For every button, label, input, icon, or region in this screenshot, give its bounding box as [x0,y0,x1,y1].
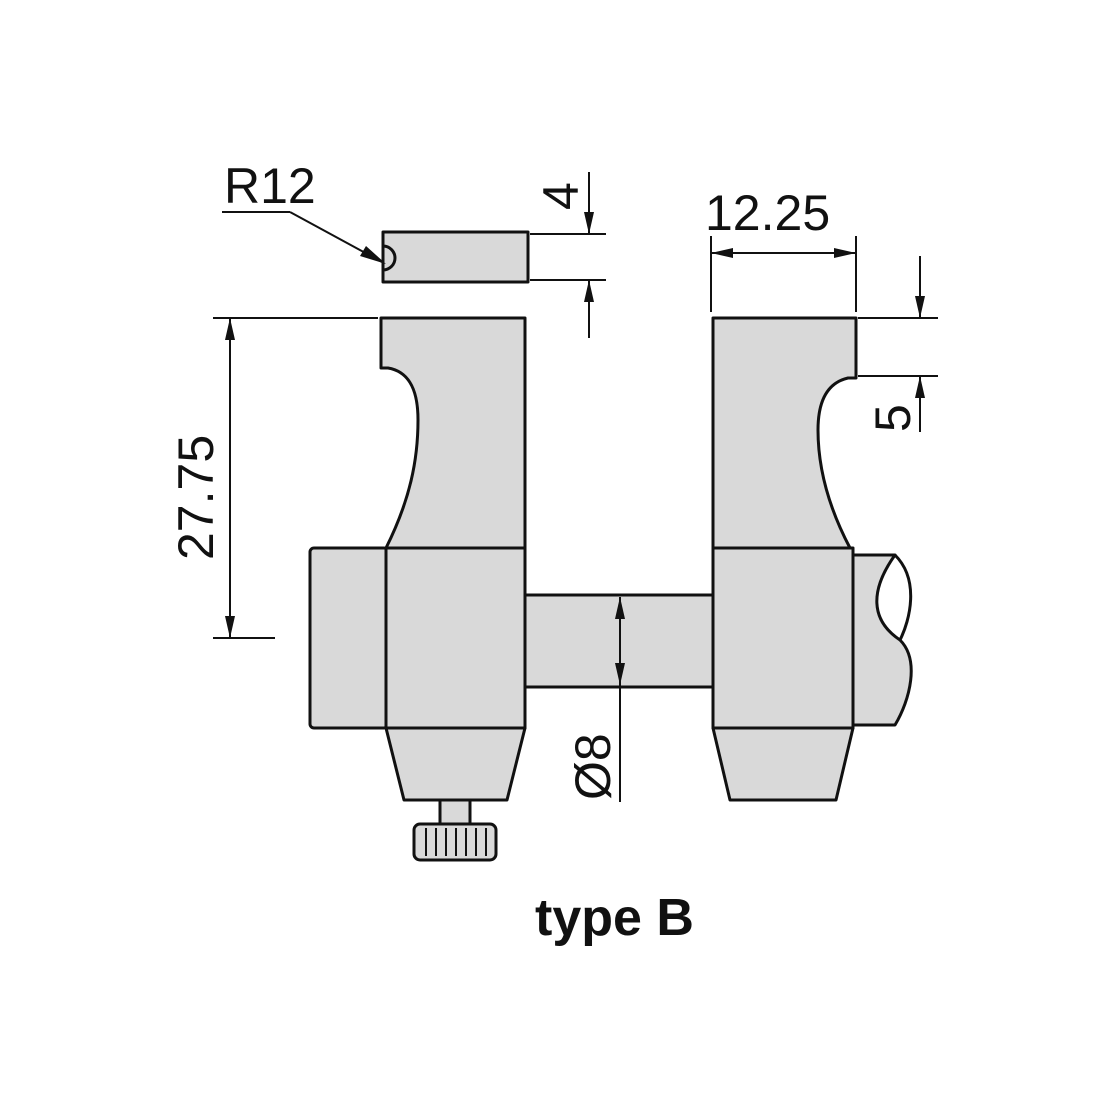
step-height-label: 5 [865,404,921,432]
step-height-dimension: 5 [858,256,938,432]
left-jaw-taper [384,726,527,802]
tip-block [381,230,530,284]
tip-thickness-dimension: 4 [530,172,606,338]
shaft-diameter-label: Ø8 [565,733,621,800]
tip-thickness-label: 4 [533,182,589,210]
tip-arrow-bottom [584,280,594,302]
tip-arrow-top [584,212,594,234]
radius-label: R12 [224,158,316,214]
step-arrow-bottom [915,376,925,398]
jaw-height-label: 27.75 [168,435,224,560]
right-jaw-arm [711,316,858,550]
tip-piece [381,230,530,284]
step-arrow-top [915,296,925,318]
jaw-width-dimension: 12.25 [705,185,857,312]
width-arrow-left [711,248,733,258]
spindle-break-curve [893,553,913,641]
diameter-arrow-top [615,597,625,619]
radius-arrowhead [360,246,386,264]
height-arrow-top [225,318,235,340]
jaw-width-label: 12.25 [705,185,830,241]
right-jaw-body [711,546,855,730]
height-arrow-bottom [225,616,235,638]
ratchet-knurling [425,828,487,856]
width-arrow-right [834,248,856,258]
left-thimble-cap [308,546,390,730]
left-jaw-arm [379,316,527,550]
diagram-caption: type B [535,889,694,947]
right-jaw-taper [711,726,855,802]
radius-callout: R12 [222,158,386,264]
diameter-arrow-bottom [615,663,625,685]
jaw-height-dimension: 27.75 [168,317,378,639]
left-jaw [308,316,527,862]
left-jaw-body [384,546,527,730]
shaft-diameter-dimension: Ø8 [565,597,625,802]
right-jaw [711,316,913,802]
tip-radius-arc [382,244,397,272]
ratchet-neck [438,798,472,826]
spindle-break [851,553,913,727]
